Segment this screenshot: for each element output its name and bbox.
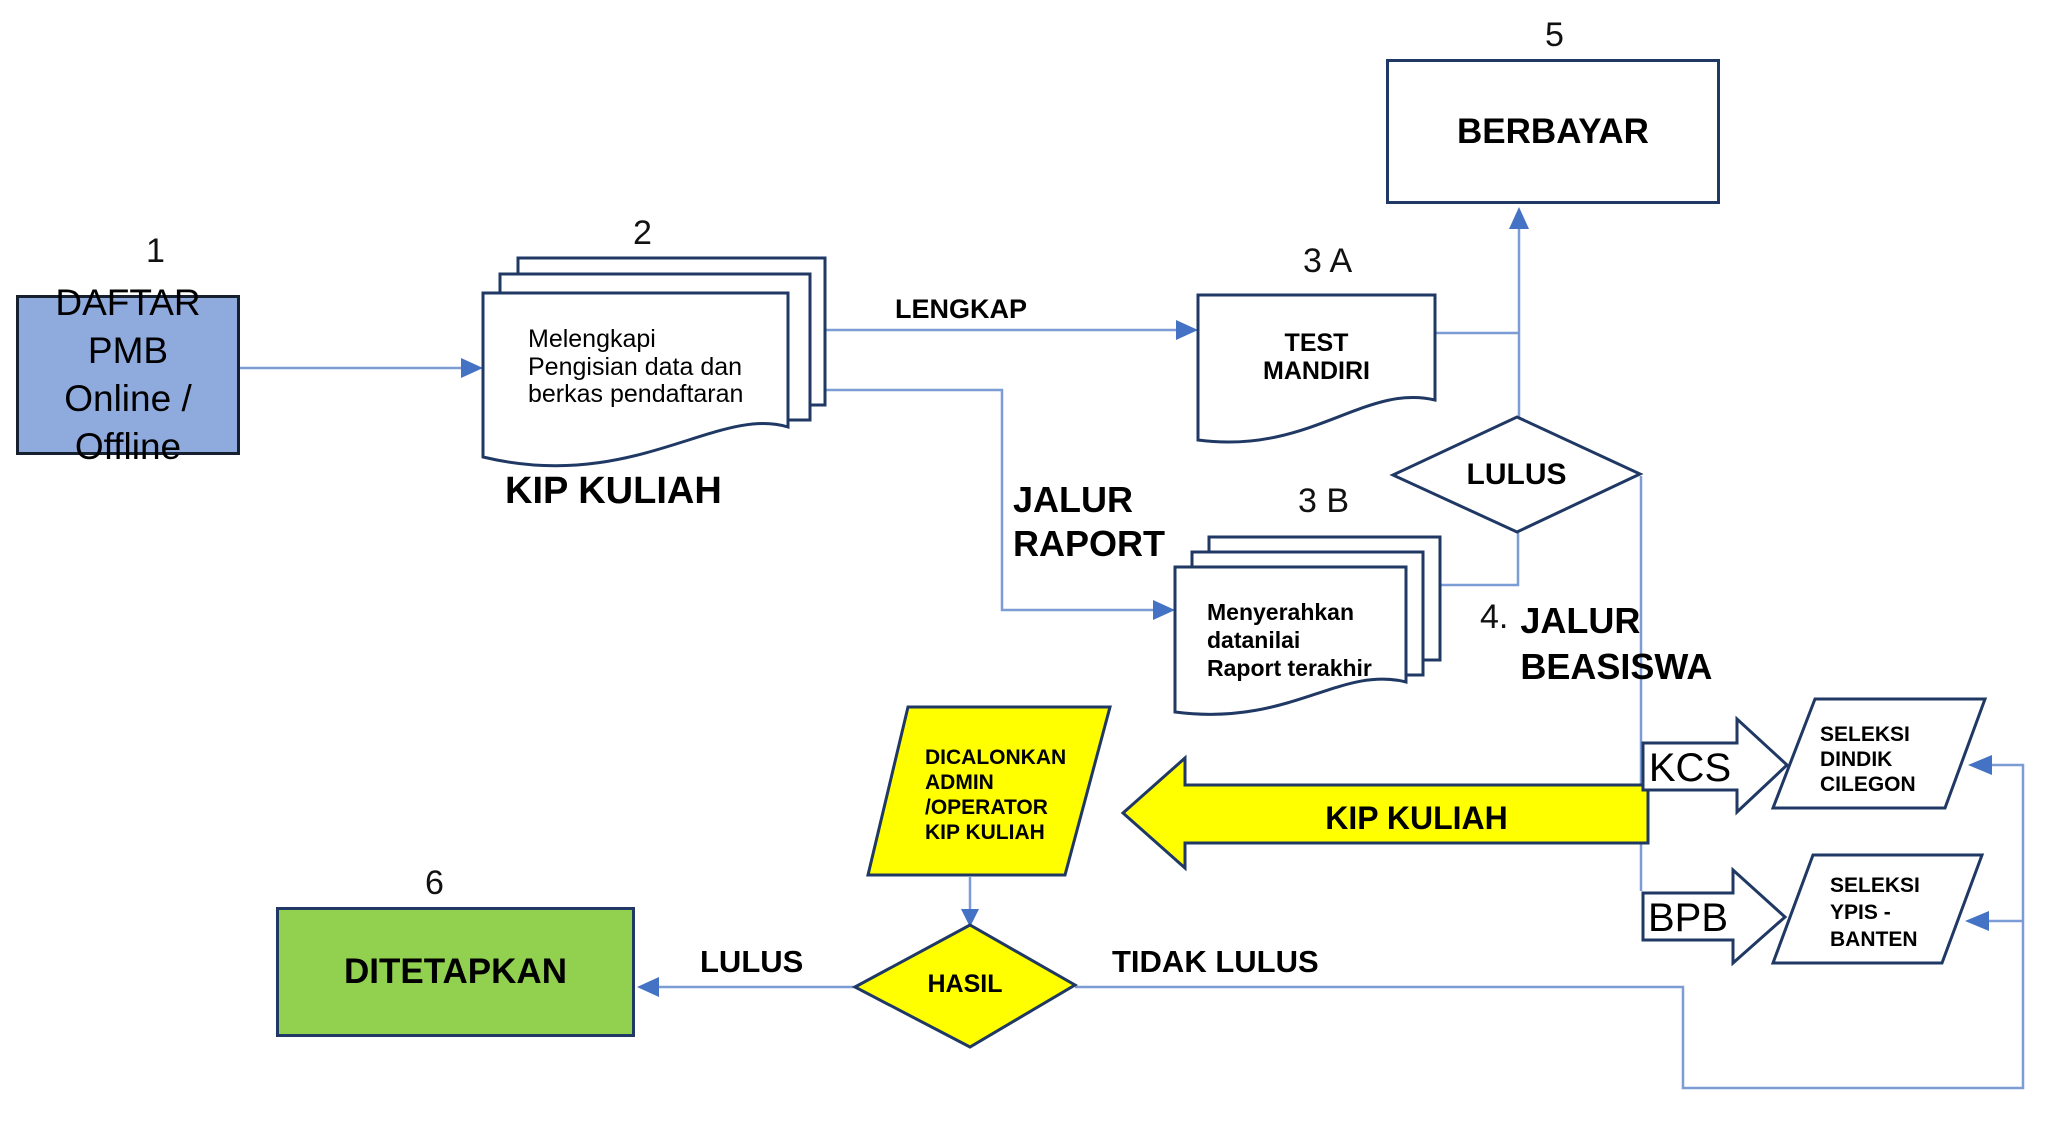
step4-jalur-beasiswa: 4. JALUR BEASISWA — [1480, 598, 1712, 690]
arrowhead-into-step2 — [461, 358, 483, 378]
step5-number: 5 — [1545, 16, 1564, 54]
step5-label: BERBAYAR — [1457, 111, 1649, 151]
step6-label: DITETAPKAN — [344, 952, 567, 991]
kcs-arrow-label: KCS — [1648, 746, 1732, 790]
step4-label: JALUR BEASISWA — [1520, 600, 1713, 688]
step2-number: 2 — [633, 214, 652, 252]
dicalonkan-label: DICALONKAN ADMIN /OPERATOR KIP KULIAH — [925, 746, 1067, 844]
kip-kuliah-big-arrow — [1120, 754, 1650, 872]
step2-caption-kip-kuliah: KIP KULIAH — [505, 470, 722, 512]
edge-tidak-lulus-route — [1075, 763, 2025, 1090]
edge-lulus-to-3b — [1435, 532, 1520, 587]
seleksi-ypis-parallelogram — [1770, 853, 1985, 965]
arrowhead-into-ypis — [1965, 911, 1989, 931]
edge-label-jalur-raport: JALUR RAPORT — [1013, 479, 1165, 564]
edge-jalur-raport-line — [825, 388, 1153, 612]
edge-label-lengkap: LENGKAP — [895, 294, 1028, 324]
step2-doc-text: Melengkapi Pengisian data dan berkas pen… — [528, 325, 744, 408]
arrowhead-into-3a — [1176, 320, 1198, 340]
step1-number: 1 — [146, 232, 165, 270]
edge-label-tidak-lulus: TIDAK LULUS — [1112, 944, 1319, 979]
step1-daftar-pmb-box: DAFTAR PMB Online / Offline — [16, 282, 240, 467]
step6-ditetapkan-box: DITETAPKAN — [276, 907, 635, 1037]
dicalonkan-parallelogram — [866, 705, 1112, 877]
step3b-number: 3 B — [1298, 482, 1350, 520]
edge-label-lulus: LULUS — [700, 944, 804, 979]
step3a-doc-text: TEST MANDIRI — [1263, 329, 1370, 385]
step5-berbayar-box: BERBAYAR — [1386, 59, 1720, 204]
step3b-doc-text: Menyerahkan datanilai Raport terakhir — [1207, 599, 1372, 682]
doc-step3a — [1196, 293, 1437, 444]
kip-kuliah-arrow-label: KIP KULIAH — [1325, 800, 1508, 836]
arrowhead-into-step6 — [637, 977, 659, 997]
seleksi-dindik-parallelogram — [1770, 697, 1988, 810]
connector-arrowheads — [461, 207, 1992, 997]
bpb-arrow-label: BPB — [1647, 896, 1729, 940]
doc-stack-step2 — [481, 256, 827, 468]
seleksi-dindik-label: SELEKSI DINDIK CILEGON — [1820, 723, 1916, 797]
doc-stack-step3b — [1173, 535, 1442, 716]
arrowhead-into-dindik — [1968, 755, 1992, 775]
bpb-block-arrow — [1641, 866, 1788, 967]
seleksi-ypis-label: SELEKSI YPIS - BANTEN — [1830, 874, 1920, 951]
step1-label: DAFTAR PMB Online / Offline — [55, 281, 201, 468]
arrowhead-into-hasil — [961, 909, 979, 927]
connector-lines — [240, 229, 2025, 1090]
hasil-decision-diamond — [851, 923, 1078, 1049]
arrowhead-into-berbayar — [1509, 207, 1529, 229]
lulus-decision-diamond — [1389, 415, 1644, 534]
kcs-block-arrow — [1641, 715, 1790, 816]
doc-step3b-page-front — [1173, 565, 1408, 716]
arrowhead-into-3b — [1153, 600, 1175, 620]
hasil-decision-label: HASIL — [927, 970, 1003, 998]
lulus-decision-label: LULUS — [1466, 458, 1567, 491]
doc-step2-page-front — [481, 291, 790, 468]
step3a-number: 3 A — [1303, 242, 1353, 280]
step4-number: 4. — [1480, 598, 1509, 636]
step6-number: 6 — [425, 864, 444, 902]
